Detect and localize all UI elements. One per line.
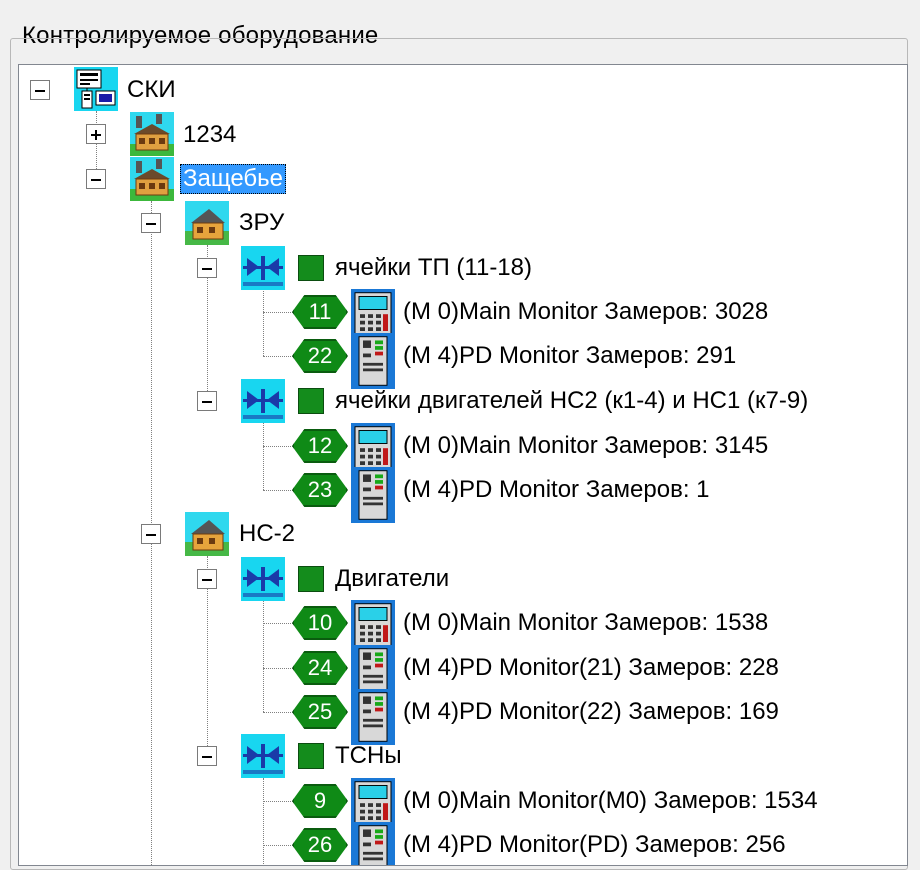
monitor-number-badge: 22 (292, 339, 348, 373)
tree-node-monitor-label[interactable]: (М 0)Main Monitor(M0) Замеров: 1534 (403, 787, 818, 814)
cells-icon (241, 557, 285, 601)
substation-icon (185, 512, 229, 556)
tree-node-monitor-label[interactable]: (М 4)PD Monitor(22) Замеров: 169 (403, 698, 779, 725)
tree-line (263, 623, 293, 624)
monitor-number-badge: 11 (292, 295, 348, 329)
tree-line (263, 712, 293, 713)
cells-icon (241, 246, 285, 290)
tree-line (207, 245, 208, 401)
collapse-expander[interactable] (86, 169, 106, 189)
tree-node-monitor-label[interactable]: (М 0)Main Monitor Замеров: 3145 (403, 432, 769, 459)
tree-node-monitor-label[interactable]: (М 0)Main Monitor Замеров: 3028 (403, 298, 769, 325)
site-icon (130, 157, 174, 201)
tree-line (263, 801, 293, 802)
substation-icon (185, 201, 229, 245)
monitor-number-badge: 24 (292, 651, 348, 685)
pd-monitor-icon (351, 689, 395, 745)
pd-monitor-icon (351, 333, 395, 389)
tree-line (263, 778, 264, 865)
status-indicator (298, 255, 324, 281)
tree-node-monitor-label[interactable]: (М 4)PD Monitor Замеров: 291 (403, 342, 737, 369)
tree-node-site-label-selected[interactable]: Защебье (180, 164, 286, 194)
tree-node-monitor-label[interactable]: (М 4)PD Monitor Замеров: 1 (403, 476, 710, 503)
tree-line (263, 356, 293, 357)
tree-line (263, 423, 264, 490)
tree-node-root-label[interactable]: СКИ (127, 76, 176, 103)
status-indicator (298, 743, 324, 769)
site-icon (130, 112, 174, 156)
status-indicator (298, 388, 324, 414)
tree-line (263, 668, 293, 669)
collapse-expander[interactable] (141, 524, 161, 544)
tree-node-monitor-label[interactable]: (М 0)Main Monitor Замеров: 1538 (403, 609, 769, 636)
collapse-expander[interactable] (197, 391, 217, 411)
monitor-number-badge: 23 (292, 473, 348, 507)
tree-node-monitor-label[interactable]: (М 4)PD Monitor(21) Замеров: 228 (403, 654, 779, 681)
monitor-number-badge: 10 (292, 606, 348, 640)
pd-monitor-icon (351, 467, 395, 523)
tree-node-cell-group-label[interactable]: ячейки ТП (11-18) (335, 254, 532, 281)
tree-line (207, 556, 208, 756)
collapse-expander[interactable] (197, 746, 217, 766)
status-indicator (298, 566, 324, 592)
tree-node-site-label[interactable]: 1234 (183, 121, 237, 148)
tree-node-monitor-label[interactable]: (М 4)PD Monitor(PD) Замеров: 256 (403, 831, 786, 858)
tree-node-cell-group-label[interactable]: Двигатели (335, 565, 450, 592)
tree-line (263, 490, 293, 491)
tree-line (263, 312, 293, 313)
pd-monitor-icon (351, 822, 395, 866)
monitor-number-badge: 25 (292, 695, 348, 729)
cells-icon (241, 379, 285, 423)
tree-line (263, 845, 293, 846)
tree-line (96, 111, 97, 179)
collapse-expander[interactable] (197, 258, 217, 278)
tree-node-cell-group-label[interactable]: ТСНы (335, 742, 402, 769)
cells-icon (241, 734, 285, 778)
collapse-expander[interactable] (30, 80, 50, 100)
tree-line (263, 446, 293, 447)
expand-expander[interactable] (86, 124, 106, 144)
collapse-expander[interactable] (141, 213, 161, 233)
tree-node-cell-group-label[interactable]: ячейки двигателей НС2 (к1-4) и НС1 (к7-9… (335, 387, 809, 414)
monitor-number-badge: 12 (292, 429, 348, 463)
panel-title: Контролируемое оборудование (22, 22, 379, 49)
tree-node-substation-label[interactable]: ЗРУ (239, 209, 285, 236)
tree-line (263, 600, 264, 712)
tree-line (263, 289, 264, 356)
monitor-number-badge: 26 (292, 828, 348, 862)
network-icon (74, 67, 118, 111)
equipment-tree[interactable]: СКИ 1234 Защебье ЗРУ ячейки ТП (11-18) 1… (18, 64, 908, 866)
collapse-expander[interactable] (197, 569, 217, 589)
monitor-number-badge: 9 (292, 784, 348, 818)
tree-node-substation-label[interactable]: НС-2 (239, 520, 296, 547)
